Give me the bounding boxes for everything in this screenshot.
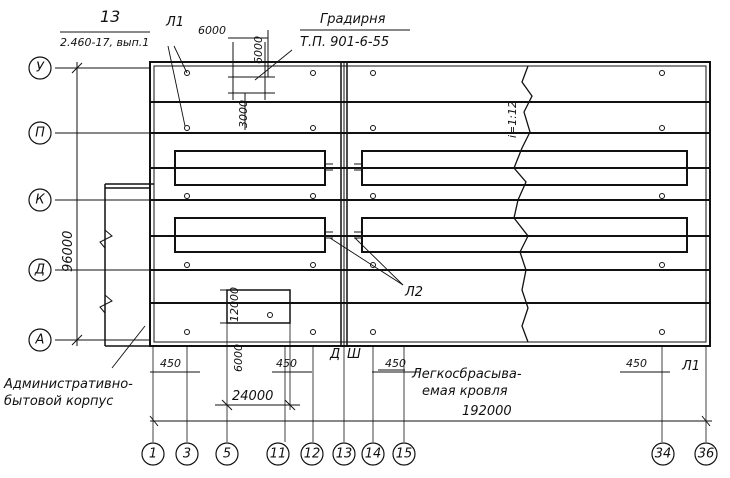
- svg-text:15: 15: [396, 447, 413, 462]
- col-axis-12: 12: [300, 442, 324, 466]
- dim-450-d: 450: [626, 357, 647, 370]
- dim-24000: 24000: [232, 389, 273, 404]
- floor-lines: [150, 101, 710, 304]
- row-axes: [55, 67, 150, 341]
- section-reference: 2.460-17, вып.1: [60, 36, 149, 49]
- dim-total-height: 96000: [61, 231, 76, 272]
- break-line: [513, 65, 533, 343]
- col-axis-3: 3: [175, 442, 199, 466]
- svg-text:П: П: [35, 126, 45, 141]
- svg-text:36: 36: [698, 447, 715, 462]
- svg-text:14: 14: [365, 447, 382, 462]
- dim-6000-h: 6000: [198, 24, 226, 37]
- col-axis-11: 11: [266, 442, 290, 466]
- svg-text:У: У: [36, 61, 45, 76]
- dimension-lines: [149, 371, 712, 427]
- sh-mark: Ш: [347, 347, 361, 362]
- svg-text:5: 5: [223, 447, 231, 462]
- height-dimension: [71, 62, 83, 346]
- svg-text:11: 11: [270, 447, 287, 462]
- l2-label: Л2: [404, 285, 423, 300]
- col-axis-14: 14: [361, 442, 385, 466]
- d-mark: Д: [329, 347, 340, 362]
- dim-12000: 12000: [228, 287, 241, 322]
- building-outline: [149, 61, 711, 347]
- admin-building-line1: Административно-: [3, 377, 133, 392]
- dim-total-length: 192000: [462, 404, 512, 419]
- admin-building-line2: бытовой корпус: [4, 394, 113, 409]
- small-room: [220, 289, 291, 324]
- col-axis-5: 5: [215, 442, 239, 466]
- svg-text:К: К: [35, 193, 45, 208]
- dim-6000-v: 6000: [252, 36, 265, 64]
- col-axis-1: 1: [141, 442, 165, 466]
- dim-3000: 3000: [237, 100, 250, 128]
- roof-line2: емая кровля: [422, 384, 508, 399]
- svg-text:1: 1: [149, 447, 157, 462]
- svg-text:Д: Д: [34, 263, 45, 278]
- col-axis-34: 34: [651, 442, 675, 466]
- column-markers: [184, 70, 665, 335]
- slope-label: i=1:12: [506, 101, 519, 138]
- expansion-joint: [340, 62, 348, 346]
- section-number: 13: [100, 7, 120, 26]
- col-axis-36: 36: [694, 442, 718, 466]
- row-axis-p: П: [28, 121, 52, 145]
- dim-450-b: 450: [276, 357, 297, 370]
- svg-text:А: А: [35, 333, 45, 348]
- row-axis-u: У: [28, 56, 52, 80]
- row-axis-a: А: [28, 328, 52, 352]
- cooling-tower-name: Градирня: [320, 12, 386, 27]
- dim-6000-low: 6000: [232, 344, 245, 372]
- row-axis-k: К: [28, 188, 52, 212]
- admin-annex: [99, 183, 154, 347]
- col-axis-13: 13: [332, 442, 356, 466]
- l1-label-bottom: Л1: [681, 359, 700, 374]
- svg-text:3: 3: [183, 447, 191, 462]
- svg-text:12: 12: [304, 447, 321, 462]
- dim-450-a: 450: [160, 357, 181, 370]
- leader-lines: [111, 45, 405, 371]
- roof-line1: Легкосбрасыва-: [411, 367, 522, 382]
- admin-building-label: Административно- бытовой корпус: [3, 377, 137, 409]
- row-axis-d: Д: [28, 258, 52, 282]
- col-axis-15: 15: [392, 442, 416, 466]
- cooling-tower-project: Т.П. 901-6-55: [300, 35, 389, 50]
- svg-text:34: 34: [655, 447, 672, 462]
- roof-label: Легкосбрасыва- емая кровля: [411, 367, 526, 399]
- svg-text:13: 13: [336, 447, 353, 462]
- l1-label-top: Л1: [165, 15, 184, 30]
- column-axis-lines: [152, 323, 707, 442]
- dim-450-c: 450: [385, 357, 406, 370]
